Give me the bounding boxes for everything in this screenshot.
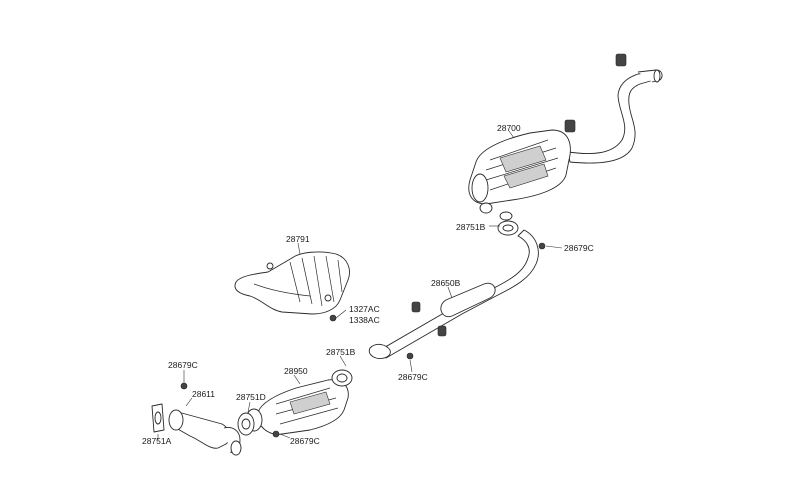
label-28611: 28611 — [192, 389, 215, 399]
leader-lines — [157, 130, 563, 440]
label-1338ac: 1338AC — [349, 315, 380, 325]
label-28679c-low: 28679C — [290, 436, 320, 446]
label-28751b-top: 28751B — [456, 222, 486, 232]
label-28751b-mid: 28751B — [326, 347, 356, 357]
heat-protector — [234, 251, 350, 322]
hanger-rubber-muffler — [564, 119, 576, 133]
label-28950: 28950 — [284, 366, 308, 376]
label-1327ac: 1327AC — [349, 304, 380, 314]
label-28650b: 28650B — [431, 278, 461, 288]
label-28679c-left: 28679C — [168, 360, 198, 370]
gasket-28751d — [237, 412, 255, 436]
tail-pipe — [564, 53, 663, 164]
label-28791: 28791 — [286, 234, 310, 244]
front-pipe — [168, 382, 242, 456]
hanger-rubber-center-2 — [437, 325, 447, 337]
center-pipe — [368, 229, 539, 360]
bolt-upper — [538, 242, 546, 250]
gasket-28751a — [151, 403, 165, 433]
label-28679c-top: 28679C — [564, 243, 594, 253]
label-28751a: 28751A — [142, 436, 172, 446]
label-28751d: 28751D — [236, 392, 266, 402]
hanger-rubber-center-1 — [411, 301, 421, 313]
label-28700: 28700 — [497, 123, 521, 133]
main-muffler — [468, 129, 571, 214]
catalytic-converter — [245, 369, 353, 438]
hanger-rubber-top — [615, 53, 627, 67]
label-28679c-mid: 28679C — [398, 372, 428, 382]
gasket-upper — [497, 211, 519, 236]
part-labels: 28700 28751B 28679C 28791 1327AC 1338AC … — [142, 123, 594, 446]
